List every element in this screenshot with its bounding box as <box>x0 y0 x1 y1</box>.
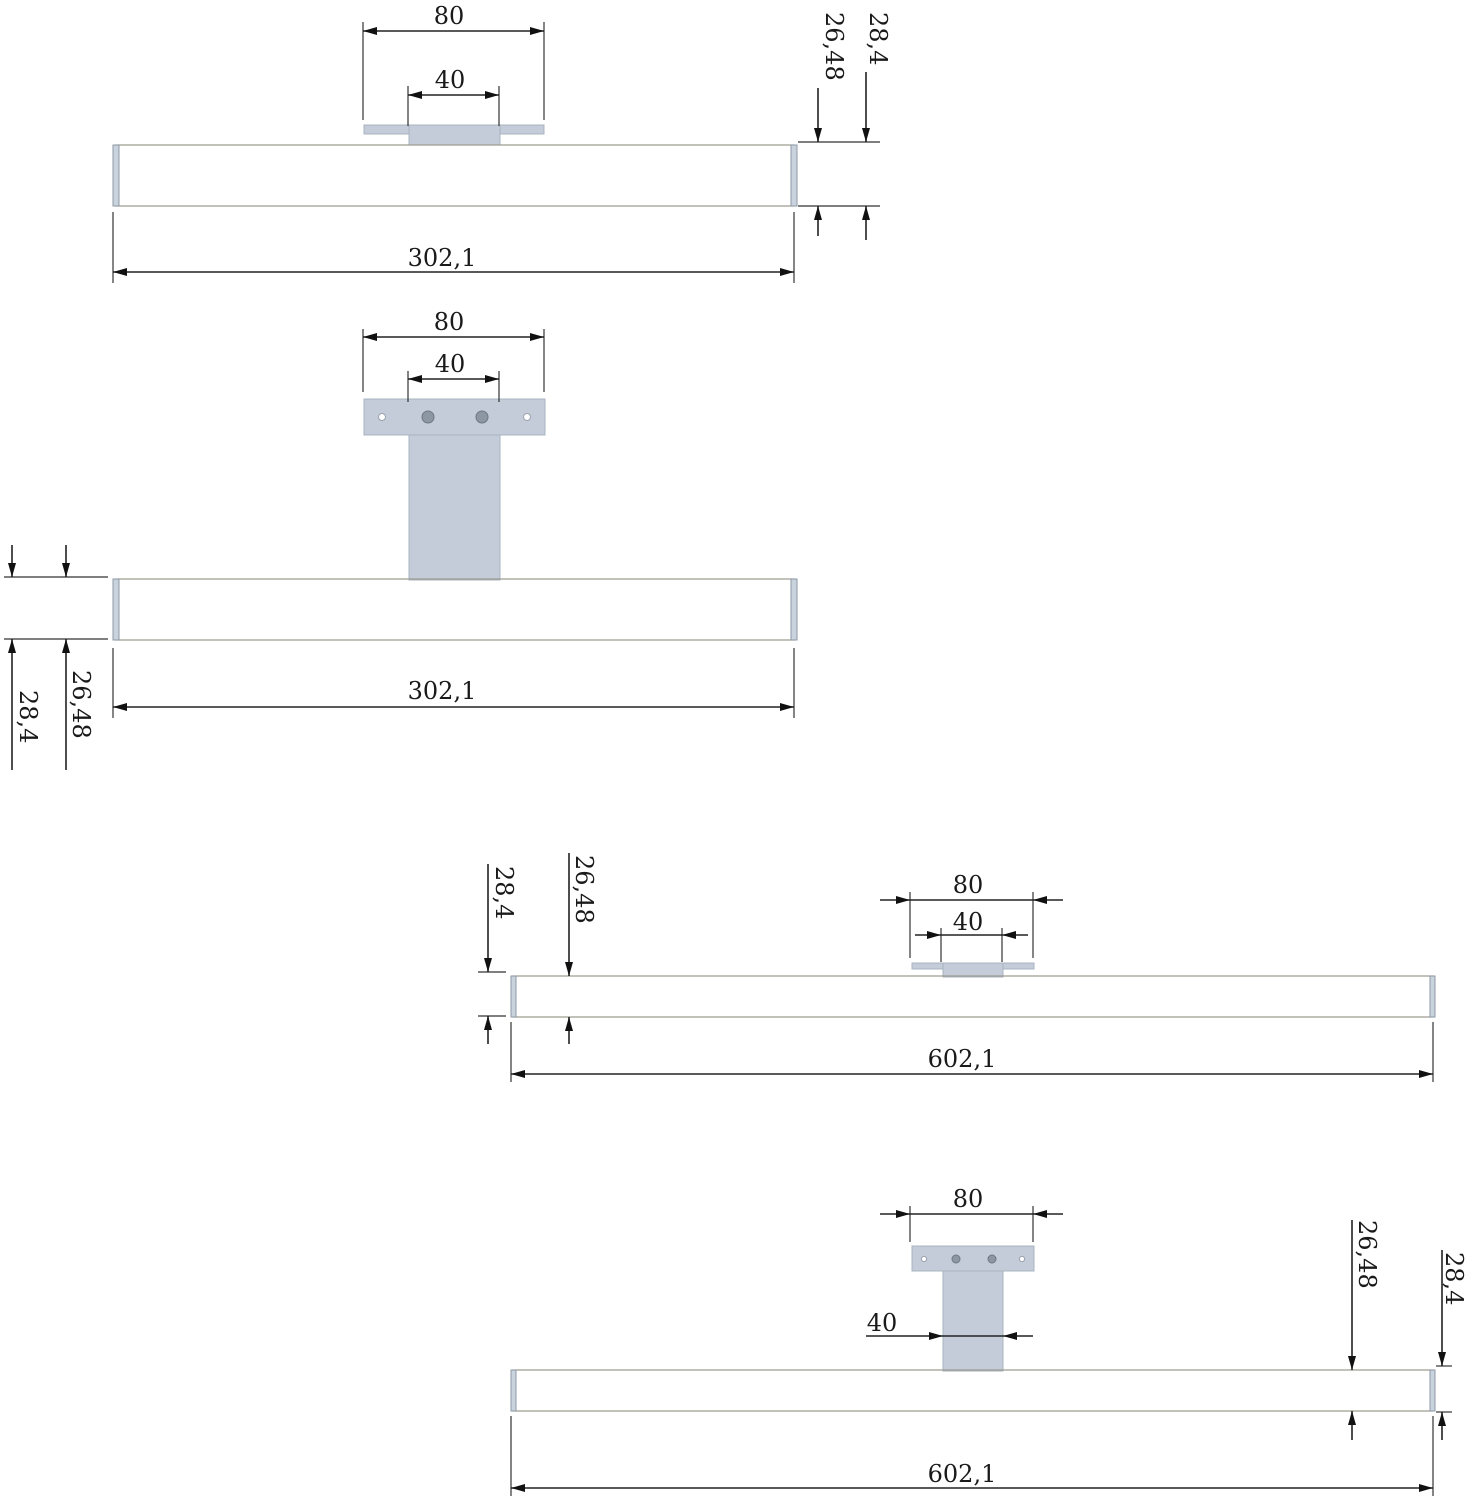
light-tube <box>512 975 1434 1018</box>
view-3-long-bar-top: 80 40 602,1 28,4 26,48 <box>478 853 1436 1082</box>
dim-tube-outer-label: 28,4 <box>1440 1252 1468 1305</box>
tube-end-cap-left <box>510 975 517 1018</box>
bracket-stem <box>942 1269 1004 1372</box>
dim-tube-outer-label: 28,4 <box>14 690 42 743</box>
bracket-arm <box>408 124 501 146</box>
light-tube <box>512 1369 1434 1412</box>
plate-hole <box>951 1254 961 1264</box>
plate-hole <box>987 1254 997 1264</box>
dim-tube-outer-label: 28,4 <box>864 12 892 65</box>
plate-hole <box>1018 1255 1026 1263</box>
mounting-plate <box>363 398 546 436</box>
dim-length-label: 602,1 <box>928 1045 997 1073</box>
dim-bracket-outer-label: 80 <box>953 1185 984 1213</box>
bracket-arm <box>942 962 1004 978</box>
dim-length-label: 302,1 <box>408 677 477 705</box>
dim-bracket-inner-label: 40 <box>435 350 466 378</box>
plate-hole <box>920 1255 928 1263</box>
view-2-short-bar-front: 80 40 302,1 28,4 26,48 <box>4 308 798 770</box>
plate-hole <box>475 410 489 424</box>
bracket-stem <box>408 433 501 581</box>
tube-end-cap-left <box>510 1369 517 1412</box>
dim-bracket-inner-label: 40 <box>867 1309 898 1337</box>
tube-end-cap-right <box>1429 1369 1436 1412</box>
dim-tube-inner-label: 26,48 <box>570 855 598 924</box>
tube-end-cap-left <box>112 144 120 207</box>
dim-bracket-inner-label: 40 <box>435 66 466 94</box>
dim-bracket-outer-label: 80 <box>434 2 465 30</box>
view-1-short-bar-top: 80 40 302,1 26,48 28,4 <box>112 2 892 283</box>
plate-hole <box>421 410 435 424</box>
mounting-plate <box>911 1245 1035 1272</box>
dim-length-label: 302,1 <box>408 244 477 272</box>
tube-end-cap-left <box>112 578 120 641</box>
view-4-long-bar-front: 80 40 602,1 26,48 28,4 <box>510 1185 1468 1496</box>
tube-end-cap-right <box>1429 975 1436 1018</box>
plate-hole <box>378 413 386 421</box>
dim-tube-inner-label: 26,48 <box>1353 1220 1381 1289</box>
dim-length-label: 602,1 <box>928 1460 997 1488</box>
dim-bracket-outer-label: 80 <box>434 308 465 336</box>
dim-bracket-inner-label: 40 <box>953 908 984 936</box>
dim-tube-inner-label: 26,48 <box>820 12 848 81</box>
tube-end-cap-right <box>790 144 798 207</box>
plate-hole <box>523 413 531 421</box>
light-tube <box>115 144 795 207</box>
dim-bracket-outer-label: 80 <box>953 871 984 899</box>
dim-tube-outer-label: 28,4 <box>490 866 518 919</box>
light-tube <box>115 578 795 641</box>
tube-end-cap-right <box>790 578 798 641</box>
dim-tube-inner-label: 26,48 <box>67 670 95 739</box>
